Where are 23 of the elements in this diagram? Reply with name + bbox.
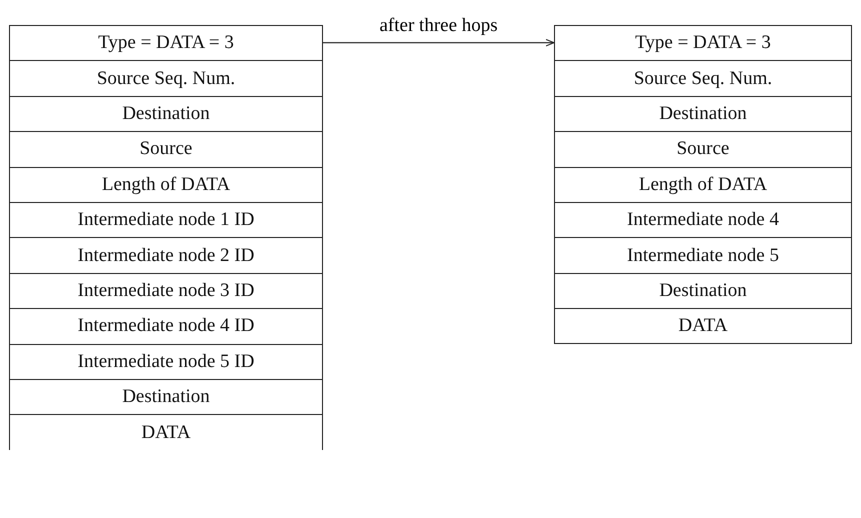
- field-cell: Length of DATA: [9, 166, 323, 202]
- field-cell: Intermediate node 3 ID: [9, 272, 323, 308]
- field-cell: Intermediate node 4 ID: [9, 308, 323, 344]
- field-cell: Destination: [9, 96, 323, 132]
- field-cell: Intermediate node 5 ID: [9, 344, 323, 379]
- field-cell: Type = DATA = 3: [9, 25, 323, 60]
- field-cell: Source Seq. Num.: [9, 60, 323, 96]
- field-cell: Source: [554, 131, 852, 167]
- field-cell: Destination: [554, 96, 852, 132]
- field-cell: Intermediate node 4: [554, 202, 852, 238]
- field-cell: Type = DATA = 3: [554, 25, 852, 60]
- field-cell: Source Seq. Num.: [554, 60, 852, 96]
- field-cell: Intermediate node 1 ID: [9, 202, 323, 238]
- field-cell: Intermediate node 2 ID: [9, 237, 323, 273]
- field-cell: DATA: [554, 308, 852, 344]
- field-cell: Intermediate node 5: [554, 237, 852, 273]
- field-cell: Destination: [9, 379, 323, 414]
- field-cell: Source: [9, 131, 323, 167]
- edge-label: after three hops: [378, 14, 500, 37]
- arrow: [323, 38, 555, 46]
- field-cell: Length of DATA: [554, 166, 852, 202]
- field-cell: Destination: [554, 272, 852, 308]
- field-cell: DATA: [9, 414, 323, 450]
